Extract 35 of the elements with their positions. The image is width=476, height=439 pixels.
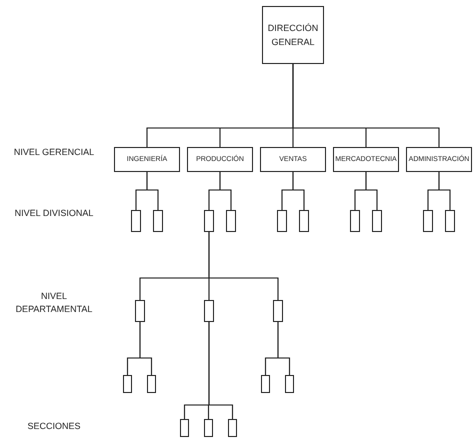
empty-unit-box (123, 375, 132, 393)
connector-line (365, 172, 378, 210)
connector-line (208, 322, 234, 419)
empty-unit-box (423, 210, 433, 232)
empty-unit-box (445, 210, 455, 232)
connector-line (292, 172, 305, 210)
org-unit-box: DIRECCIÓN GENERAL (262, 6, 324, 64)
empty-unit-box (273, 300, 283, 322)
connector-line (139, 322, 152, 375)
connector-line (292, 64, 440, 147)
empty-unit-box (131, 210, 141, 232)
empty-unit-box (147, 375, 156, 393)
level-label: NIVEL DIVISIONAL (14, 207, 94, 220)
empty-unit-box (277, 210, 287, 232)
empty-unit-box (261, 375, 270, 393)
empty-unit-box (153, 210, 163, 232)
empty-unit-box (180, 419, 189, 437)
connector-line (208, 232, 279, 300)
empty-unit-box (204, 300, 214, 322)
empty-unit-box (204, 210, 214, 232)
level-label: NIVEL GERENCIAL (12, 146, 96, 159)
empty-unit-box (135, 300, 145, 322)
connector-line (219, 172, 232, 210)
empty-unit-box (204, 419, 213, 437)
empty-unit-box (372, 210, 382, 232)
empty-unit-box (299, 210, 309, 232)
connector-line (438, 172, 451, 210)
empty-unit-box (285, 375, 294, 393)
empty-unit-box (350, 210, 360, 232)
empty-unit-box (226, 210, 236, 232)
level-label: NIVEL DEPARTAMENTAL (14, 290, 94, 316)
level-label: SECCIONES (26, 420, 82, 433)
connector-line (277, 322, 290, 375)
empty-unit-box (228, 419, 237, 437)
connector-line (146, 172, 159, 210)
